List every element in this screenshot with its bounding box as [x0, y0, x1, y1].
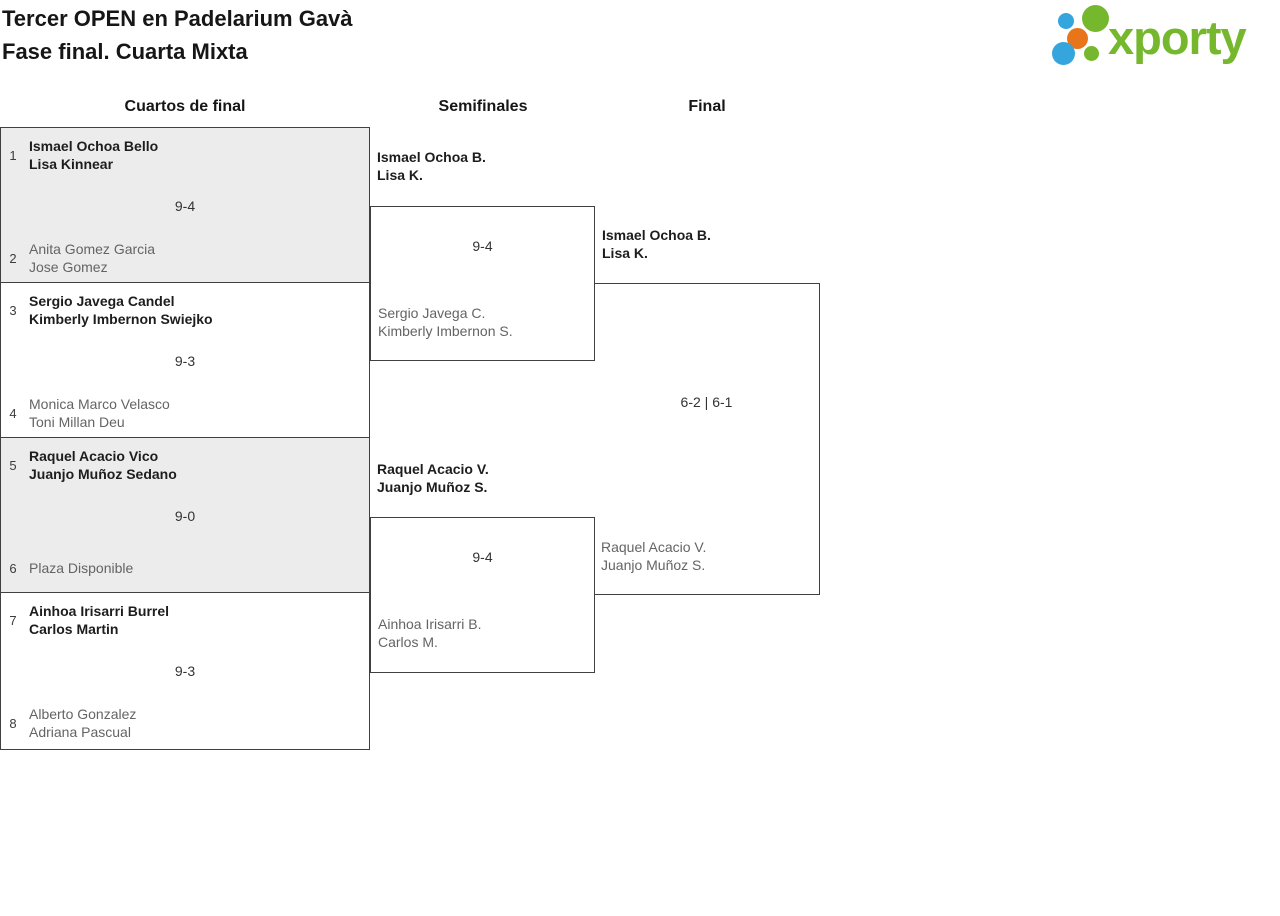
xporty-logo[interactable]: xporty	[1048, 0, 1278, 72]
player-name: Ismael Ochoa B.	[377, 149, 486, 165]
player-name: Toni Millan Deu	[29, 414, 125, 430]
player-name: Kimberly Imbernon S.	[378, 323, 513, 339]
round-header-quarterfinals: Cuartos de final	[124, 98, 246, 115]
match-score: 9-3	[174, 663, 196, 679]
match-score: 9-4	[174, 198, 196, 214]
match-score: 9-3	[174, 353, 196, 369]
qf-match-2: 3 Sergio Javega Candel Kimberly Imbernon…	[1, 283, 369, 438]
logo-wordmark: xporty	[1108, 11, 1247, 64]
player-name: Monica Marco Velasco	[29, 396, 170, 412]
player-name: Lisa Kinnear	[29, 156, 114, 172]
quarterfinals-column: 1 Ismael Ochoa Bello Lisa Kinnear 9-4 2 …	[0, 127, 370, 750]
player-name: Sergio Javega Candel	[29, 293, 175, 309]
match-score: 9-4	[472, 549, 493, 565]
match-score: 9-4	[472, 238, 493, 254]
player-name: Ismael Ochoa Bello	[29, 138, 159, 154]
player-name: Plaza Disponible	[29, 560, 134, 576]
qf-match-4: 7 Ainhoa Irisarri Burrel Carlos Martin 9…	[1, 593, 369, 749]
seed-label: 6	[9, 560, 17, 576]
sf2-winner-label: Raquel Acacio V. Juanjo Muñoz S.	[377, 460, 592, 496]
team-pair-winner: Ainhoa Irisarri Burrel Carlos Martin	[29, 602, 339, 638]
page-title-line1: Tercer OPEN en Padelarium Gavà	[2, 6, 353, 31]
page-title-line2: Fase final. Cuarta Mixta	[2, 39, 248, 64]
player-name: Carlos M.	[378, 634, 438, 650]
player-name: Ainhoa Irisarri B.	[378, 616, 482, 632]
team-pair-loser: Plaza Disponible	[29, 550, 339, 586]
sf-match-2-box: 9-4 Ainhoa Irisarri B. Carlos M.	[370, 517, 595, 673]
player-name: Alberto Gonzalez	[29, 706, 137, 722]
seed-label: 3	[9, 302, 17, 318]
sf-match-1-box: 9-4 Sergio Javega C. Kimberly Imbernon S…	[370, 206, 595, 361]
player-name: Raquel Acacio Vico	[29, 448, 159, 464]
logo-dot-green-large-icon	[1082, 5, 1109, 32]
team-pair-loser: Alberto Gonzalez Adriana Pascual	[29, 705, 339, 741]
round-header-semifinals: Semifinales	[438, 98, 528, 115]
player-name: Juanjo Muñoz S.	[377, 479, 488, 495]
final-winner-label: Ismael Ochoa B. Lisa K.	[602, 226, 817, 262]
logo-dot-green-small-icon	[1084, 46, 1099, 61]
player-name: Raquel Acacio V.	[601, 539, 707, 555]
seed-label: 5	[9, 457, 17, 473]
team-pair-loser: Ainhoa Irisarri B. Carlos M.	[378, 615, 588, 651]
qf-match-1: 1 Ismael Ochoa Bello Lisa Kinnear 9-4 2 …	[1, 128, 369, 283]
team-pair-loser: Monica Marco Velasco Toni Millan Deu	[29, 395, 339, 431]
page-title: Tercer OPEN en Padelarium Gavà Fase fina…	[2, 2, 353, 68]
match-score: 9-0	[174, 508, 196, 524]
player-name: Ainhoa Irisarri Burrel	[29, 603, 170, 619]
team-pair-winner: Raquel Acacio Vico Juanjo Muñoz Sedano	[29, 447, 339, 483]
team-pair-winner: Ismael Ochoa Bello Lisa Kinnear	[29, 137, 339, 173]
player-name: Ismael Ochoa B.	[602, 227, 711, 243]
team-pair-loser: Raquel Acacio V. Juanjo Muñoz S.	[601, 538, 811, 574]
player-name: Juanjo Muñoz Sedano	[29, 466, 177, 482]
player-name: Lisa K.	[377, 167, 423, 183]
player-name: Juanjo Muñoz S.	[601, 557, 706, 573]
player-name: Lisa K.	[602, 245, 648, 261]
qf-match-3: 5 Raquel Acacio Vico Juanjo Muñoz Sedano…	[1, 438, 369, 593]
team-pair-loser: Anita Gomez Garcia Jose Gomez	[29, 240, 339, 276]
player-name: Jose Gomez	[29, 259, 108, 275]
logo-dot-orange-icon	[1067, 28, 1088, 49]
seed-label: 4	[9, 405, 17, 421]
final-match-box: 6-2 | 6-1 Raquel Acacio V. Juanjo Muñoz …	[594, 283, 820, 595]
player-name: Adriana Pascual	[29, 724, 131, 740]
seed-label: 8	[9, 715, 17, 731]
sf1-winner-label: Ismael Ochoa B. Lisa K.	[377, 148, 592, 184]
team-pair-loser: Sergio Javega C. Kimberly Imbernon S.	[378, 304, 588, 340]
player-name: Raquel Acacio V.	[377, 461, 489, 477]
logo-dot-blue-small-icon	[1058, 13, 1074, 29]
team-pair-winner: Sergio Javega Candel Kimberly Imbernon S…	[29, 292, 339, 328]
round-header-final: Final	[688, 98, 726, 115]
player-name: Carlos Martin	[29, 621, 119, 637]
seed-label: 1	[9, 147, 17, 163]
final-score: 6-2 | 6-1	[680, 394, 733, 410]
player-name: Anita Gomez Garcia	[29, 241, 156, 257]
player-name: Kimberly Imbernon Swiejko	[29, 311, 213, 327]
logo-dot-blue-large-icon	[1052, 42, 1075, 65]
seed-label: 2	[9, 250, 17, 266]
seed-label: 7	[9, 612, 17, 628]
player-name: Sergio Javega C.	[378, 305, 486, 321]
